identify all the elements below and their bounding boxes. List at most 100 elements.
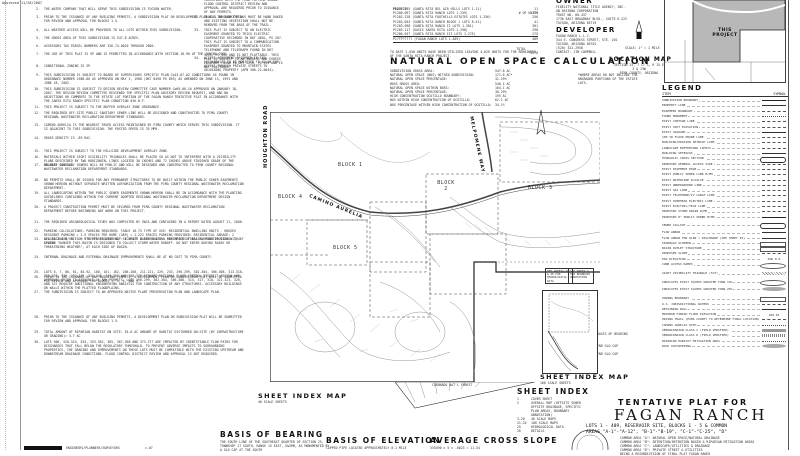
legend-item: EXIST UNDERGROUND LINE [662, 182, 788, 188]
note-number: 7. [36, 52, 40, 56]
units-cell: 489 [532, 37, 538, 42]
leader-line [662, 248, 760, 250]
legend-symbol-icon [760, 280, 786, 287]
legend-symbol-icon [762, 329, 786, 332]
units-cell: 256 [532, 15, 538, 20]
table-row: P1297-085 (SANTA RITA DEL AIR HILLS LOTS… [393, 7, 538, 11]
legend-item-label: HYDRAULIC CROSS SECTION [662, 156, 705, 162]
sheet-description: OVERALL MAP (OFFSITE SEWER OFFSITE DRAIN… [531, 401, 581, 417]
legend-item-label: PROPOSED GENERAL ACCESS SIDE [662, 161, 714, 167]
plat-map-drawing [270, 112, 600, 382]
legend-symbol-icon [762, 126, 786, 129]
table-row: NOS PERCENTAGE WITHIN HIGH CONCENTRATION… [390, 103, 530, 107]
legend-symbol-icon [762, 216, 786, 219]
legend-item: SUBDIVISION BOUNDARY [662, 98, 788, 103]
hydro-data-callout: SEE SHEETS 26 & 26 FOR HYDROLOGICAL DATA [545, 268, 573, 284]
legend-item: PROPOSED GENERAL ACCESS SIDE [662, 161, 788, 167]
project-cell: P1297-085 (SANTA RITA DEL AIR HILLS LOTS… [393, 7, 482, 11]
note-number: 18. [34, 178, 40, 182]
units-total-value: 2370 [530, 50, 538, 55]
note-number: 23. [34, 237, 40, 241]
legend-item-label: MINIMUM FINISH FLOOR ELEVATION [662, 312, 718, 318]
leader-line [662, 225, 760, 227]
units-cell: 259 [532, 11, 538, 16]
note-number: 10. [34, 87, 40, 91]
note-text: THE REQUIRED ARCHAEOLOGICAL STUDY WAS CO… [44, 220, 244, 224]
units-footnote: TO DATE 2,030 UNITS HAVE BEEN UTILIZED L… [390, 50, 536, 58]
inset-fnd-cap-2: FND GLO CAP [597, 352, 619, 356]
note-text: NO PERMITS SHALL BE ISSUED FOR ANY PERMA… [44, 178, 244, 191]
legend-symbol-icon [760, 223, 786, 230]
units-cell: 41 [534, 19, 538, 24]
legend-item: ROCK OUTCROPPING [662, 343, 788, 349]
basis-of-elevation-title: BASIS OF ELEVATION [326, 436, 441, 445]
inset-fnd-cap-1: FND GLO CAP [597, 344, 619, 348]
nos-label: BOSS GROSS AREA: [390, 81, 421, 86]
legend-item-label: INDICATES EXIST SLOPES GREATER THAN 15% [662, 279, 734, 285]
note-text: CAMINO AURELIA IS THE NEAREST PAVED ACCE… [44, 123, 240, 132]
legend-item-label: EXIST PAVEMENT EDGE [662, 166, 698, 172]
owner-line: AN ARIZONA CORPORATION [556, 9, 599, 13]
nos-label: NATURAL OPEN SPACE PERCENTAGE: [390, 89, 448, 94]
map-north-arrow-icon [536, 110, 546, 135]
note-text: ASSESSORS TAX PARCEL NUMBERS ARE 326-74-… [44, 44, 156, 48]
legend-item: EXIST SPOT ELEVATION [662, 124, 788, 130]
project-cell: P1?TP????? (FAGAN RANCH LOTS 1-489) [393, 37, 461, 42]
nos-label: NATURAL OPEN SPACE (NOS) WITHIN SUBDIVIS… [390, 73, 475, 78]
leader-line [662, 211, 760, 213]
note-text: PRIOR TO THE ISSUANCE OF ANY BUILDING PE… [44, 315, 242, 324]
legend-symbol-icon [762, 340, 786, 343]
legend-item: XERORIPARIAN CLASS C (FIELD VERIFIED) [662, 328, 788, 333]
legend-symbol-icon [762, 287, 786, 292]
legend-item-label: SUBDIVISION BOUNDARY [662, 98, 700, 103]
note-number: 20. [34, 205, 40, 209]
legend-item: ZONING BOUNDARY [662, 296, 788, 303]
coronado-forest-hatch [395, 382, 535, 409]
legend-item-label: ZONING BOUNDARY [662, 296, 691, 302]
legend-item-label: SIGHT VISIBILITY TRIANGLE (SVT) [662, 271, 719, 277]
legend-item: SIGHT VISIBILITY TRIANGLE (SVT) [662, 271, 788, 277]
note-number: 9. [36, 73, 40, 77]
table-row: P1202-228 (SANTA RITA FOOTHILLS ESTATES … [393, 15, 538, 19]
table-row: HIGH CONCENTRATION OCOTILLO BOUNDARY:195… [390, 94, 530, 98]
units-cell: 11 [534, 7, 538, 11]
location-map: THIS PROJECT [664, 0, 786, 83]
legend-item: FLOW ARROW FOR Q100 > DISCHARGE (SEE SHE… [662, 235, 788, 241]
legend-item: HIKING TRAIL (PIMA COUNTY TO DETERMINE F… [662, 317, 788, 323]
legend-symbol-icon [762, 131, 786, 134]
nos-label: SUBDIVISION GROSS AREA: [390, 69, 435, 73]
nos-label: NOS PERCENTAGE WITHIN HIGH CONCENTRATION… [390, 102, 492, 107]
legend-item: EXIST PAVEMENT EDGE [662, 166, 788, 172]
legend-item-label: EASEMENT BOUNDARY [662, 108, 694, 114]
legend-item-label: PAD ELEVATION [662, 256, 687, 262]
north-arrow-icon [635, 20, 643, 39]
legend-symbol-icon [762, 110, 786, 113]
legend-item-label: EXIST SPOT ELEVATION [662, 124, 700, 130]
legend-item-label: RETAINING WALL [662, 306, 689, 312]
plat-map: BLOCK 1 BLOCK 2 BLOCK 3 BLOCK 4 BLOCK 5 … [270, 112, 600, 382]
legend-symbol-icon [762, 137, 786, 139]
note-number: 6. [36, 44, 40, 48]
note-text: PRIOR TO THE ISSUANCE OF ANY BUILDING PE… [44, 15, 242, 24]
title-line-4: AREAS "A-1"-"A-12", "B-1"-"B-19", "C-1"-… [586, 430, 728, 435]
note-number: 22. [34, 229, 40, 233]
leader-line [662, 180, 760, 181]
table-row: SUBDIVISION GROSS AREA:547.8 AC [390, 69, 530, 73]
developer-line: (520) 322-2958 [556, 46, 583, 50]
title-fagan-ranch: FAGAN RANCH [614, 406, 768, 424]
open-space-footnote: *WHERE AREAS DO NOT INCLUDE THE UNGRADED… [578, 73, 638, 85]
note-number: 2. [36, 7, 40, 11]
leader-line [662, 253, 760, 255]
legend-item-label: EXIST WATERLINE W/VALVE [662, 177, 705, 183]
note-text: THE REQUIRED OFF-SITE PUBLIC SANITARY SE… [44, 111, 229, 120]
legend-item-label: PROPERTY LINE [662, 103, 687, 109]
location-scale: SCALE: 1" = 1 MILE [625, 46, 660, 50]
sheet-edge [0, 0, 6, 450]
sheet-description: COVER SHEET [531, 397, 553, 401]
legend-symbol-icon [762, 100, 786, 102]
legend-symbol-icon [760, 156, 786, 163]
